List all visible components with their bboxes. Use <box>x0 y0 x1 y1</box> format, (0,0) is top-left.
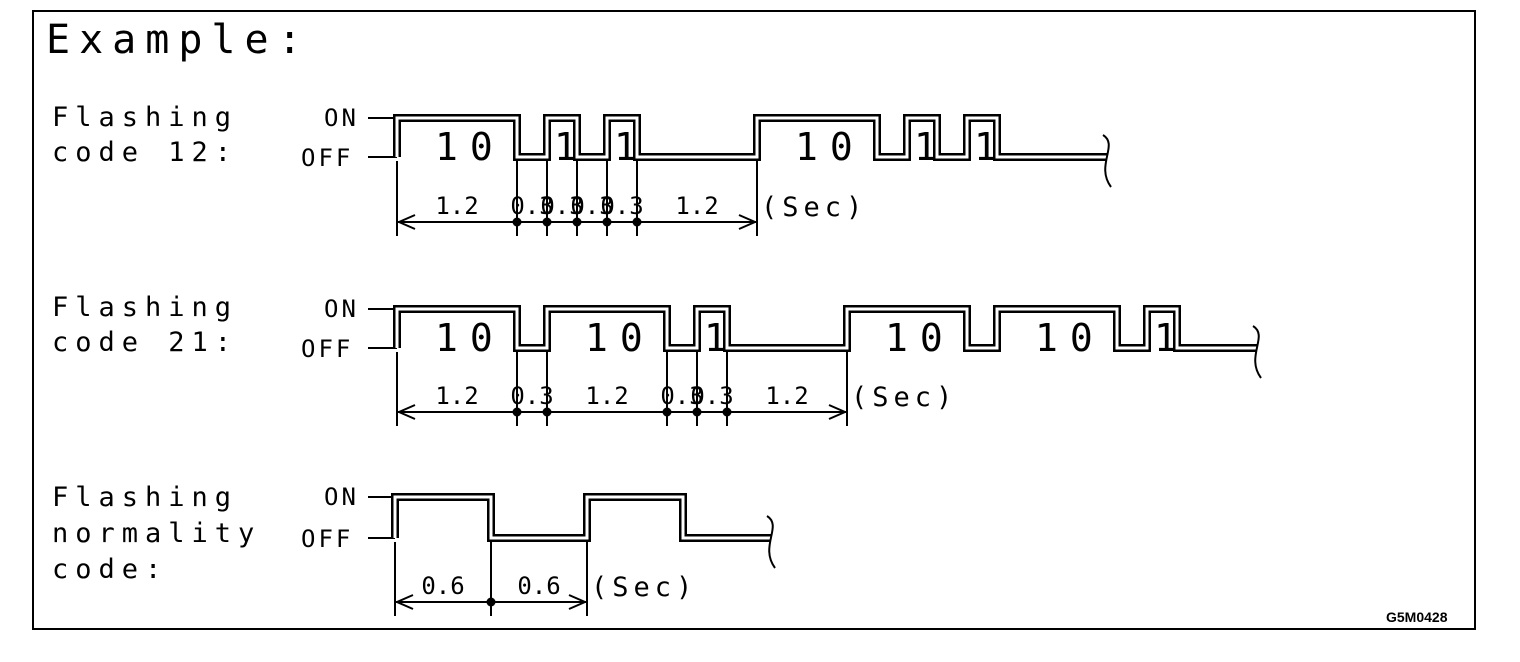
duration-label: 0.3 <box>510 382 553 410</box>
pulse-digit: 10 <box>1035 316 1105 360</box>
pulse-digit: 1 <box>974 125 1009 169</box>
off-label: OFF <box>301 144 353 172</box>
pulse-digit: 1 <box>704 316 739 360</box>
duration-label: 0.3 <box>600 192 643 220</box>
dimension-dot <box>662 407 672 417</box>
row-label-line: code: <box>52 554 168 585</box>
duration-label: 0.3 <box>690 382 733 410</box>
break-mark <box>1252 325 1262 379</box>
pulse-digit: 10 <box>885 316 955 360</box>
pulse-digit: 10 <box>795 125 865 169</box>
unit-label: (Sec) <box>851 382 957 413</box>
duration-label: 0.3 <box>570 192 613 220</box>
duration-label: 1.2 <box>435 382 478 410</box>
pulse-digit: 1 <box>614 125 649 169</box>
diagram-frame <box>32 10 1476 630</box>
row-label-line: Flashing <box>52 482 238 513</box>
row-label-line: code 12: <box>52 137 238 168</box>
off-label: OFF <box>301 335 353 363</box>
unit-label: (Sec) <box>761 192 867 223</box>
row-label-line: code 21: <box>52 327 238 358</box>
dimension-dot <box>542 217 552 227</box>
arrow-left <box>396 214 416 230</box>
duration-label: 0.3 <box>660 382 703 410</box>
pulse-digit: 10 <box>435 316 505 360</box>
break-mark <box>1102 134 1112 188</box>
on-label: ON <box>324 295 359 323</box>
duration-label: 1.2 <box>765 382 808 410</box>
duration-label: 0.6 <box>421 572 464 600</box>
reference-code: G5M0428 <box>1386 609 1448 625</box>
arrow-right <box>738 214 758 230</box>
diagram-title: Example: <box>46 17 311 63</box>
arrow-right <box>568 594 588 610</box>
signal-waveform <box>393 305 1257 352</box>
dimension-dot <box>692 407 702 417</box>
duration-label: 0.3 <box>540 192 583 220</box>
dimension-dot <box>602 217 612 227</box>
pulse-digit: 1 <box>554 125 589 169</box>
pulse-digit: 1 <box>1154 316 1189 360</box>
signal-waveform-inner <box>395 116 1107 159</box>
dimension-dot <box>542 407 552 417</box>
signal-waveform-inner <box>393 495 771 540</box>
dimension-dot <box>632 217 642 227</box>
unit-label: (Sec) <box>591 572 697 603</box>
break-mark <box>766 515 776 569</box>
pulse-digit: 10 <box>435 125 505 169</box>
dimension-dot <box>512 407 522 417</box>
duration-label: 0.3 <box>510 192 553 220</box>
off-label: OFF <box>301 525 353 553</box>
row-label-line: Flashing <box>52 102 238 133</box>
on-label: ON <box>324 104 359 132</box>
pulse-digit: 1 <box>914 125 949 169</box>
pulse-digit: 10 <box>585 316 655 360</box>
dimension-dot <box>486 597 496 607</box>
row-normality: Flashing normality code: ON OFF 0.6 0.6 (Sec) <box>52 482 776 616</box>
duration-label: 1.2 <box>675 192 718 220</box>
row-label-line: normality <box>52 518 261 549</box>
row-label-line: Flashing <box>52 292 238 323</box>
arrow-left <box>396 404 416 420</box>
signal-waveform <box>391 493 771 542</box>
dimension-dot <box>722 407 732 417</box>
duration-label: 1.2 <box>435 192 478 220</box>
on-label: ON <box>324 483 359 511</box>
duration-label: 0.6 <box>517 572 560 600</box>
duration-label: 1.2 <box>585 382 628 410</box>
dimension-dot <box>572 217 582 227</box>
arrow-left <box>394 594 414 610</box>
dimension-dot <box>512 217 522 227</box>
signal-waveform-inner <box>395 307 1257 350</box>
arrow-right <box>828 404 848 420</box>
row-code-21: Flashing code 21: ON OFF 10 10 1 10 10 1 1.2 0.3 1.2… <box>52 292 1262 426</box>
